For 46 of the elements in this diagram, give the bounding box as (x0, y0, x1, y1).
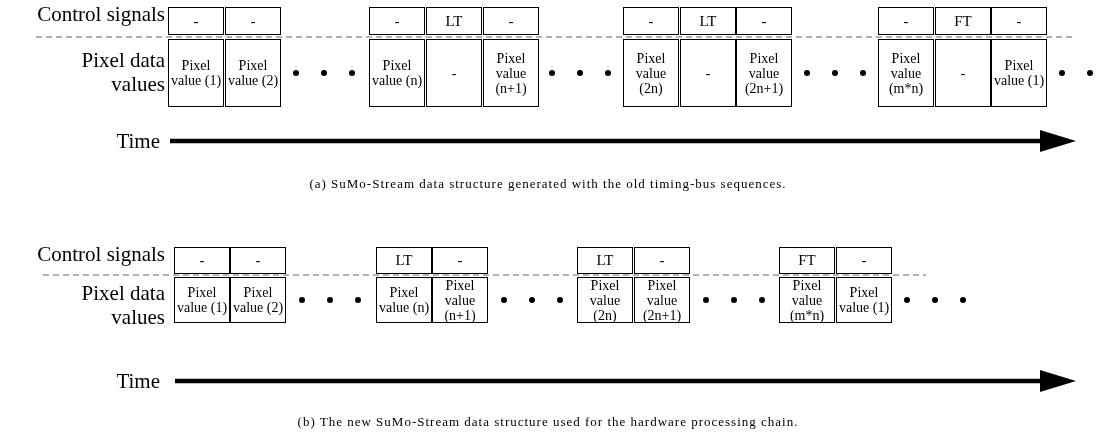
control-signal-cell: FT (935, 7, 991, 35)
control-signal-cell: - (225, 7, 281, 35)
pixel-data-cell: - (680, 39, 736, 107)
control-signal-cell: - (230, 247, 286, 274)
control-signal-cell: - (736, 7, 792, 35)
control-signal-cell: - (836, 247, 892, 274)
pixel-data-cell: Pixel value (2n+1) (634, 277, 690, 323)
pixel-data-cell: Pixel value (1) (836, 277, 892, 323)
control-signal-cell: - (623, 7, 679, 35)
axis-label: Time (115, 369, 160, 393)
pixel-data-cell: Pixel value (n+1) (432, 277, 488, 323)
pixel-data-cell: Pixel value (2) (230, 277, 286, 323)
control-signal-cell: - (878, 7, 934, 35)
row-label: Control signals (36, 242, 165, 266)
pixel-data-cell: Pixel value (2) (225, 39, 281, 107)
pixel-data-cell: - (426, 39, 482, 107)
pixel-data-cell: Pixel value (n) (376, 277, 432, 323)
axis-label: Time (115, 129, 160, 153)
row-label: Pixel data values (80, 48, 165, 96)
pixel-data-cell: Pixel value (m*n) (779, 277, 835, 323)
pixel-data-cell: Pixel value (m*n) (878, 39, 934, 107)
control-signal-cell: - (432, 247, 488, 274)
pixel-data-cell: Pixel value (1) (168, 39, 224, 107)
control-signal-cell: - (483, 7, 539, 35)
pixel-data-cell: - (935, 39, 991, 107)
control-signal-cell: FT (779, 247, 835, 274)
row-label: Pixel data values (80, 281, 165, 329)
caption: (b) The new SuMo-Stream data structure used for the hardware processing chain. (296, 414, 800, 430)
control-signal-cell: - (168, 7, 224, 35)
row-label: Control signals (36, 2, 165, 26)
control-signal-cell: LT (577, 247, 633, 274)
pixel-data-cell: Pixel value (2n+1) (736, 39, 792, 107)
caption: (a) SuMo-Stream data structure generated with the old timing-bus sequences. (308, 176, 788, 192)
control-signal-cell: - (174, 247, 230, 274)
pixel-data-cell: Pixel value (2n) (623, 39, 679, 107)
pixel-data-cell: Pixel value (n+1) (483, 39, 539, 107)
control-signal-cell: - (369, 7, 425, 35)
control-signal-cell: - (991, 7, 1047, 35)
pixel-data-cell: Pixel value (n) (369, 39, 425, 107)
pixel-data-cell: Pixel value (1) (174, 277, 230, 323)
control-signal-cell: LT (376, 247, 432, 274)
control-signal-cell: - (634, 247, 690, 274)
pixel-data-cell: Pixel value (2n) (577, 277, 633, 323)
control-signal-cell: LT (426, 7, 482, 35)
control-signal-cell: LT (680, 7, 736, 35)
pixel-data-cell: Pixel value (1) (991, 39, 1047, 107)
